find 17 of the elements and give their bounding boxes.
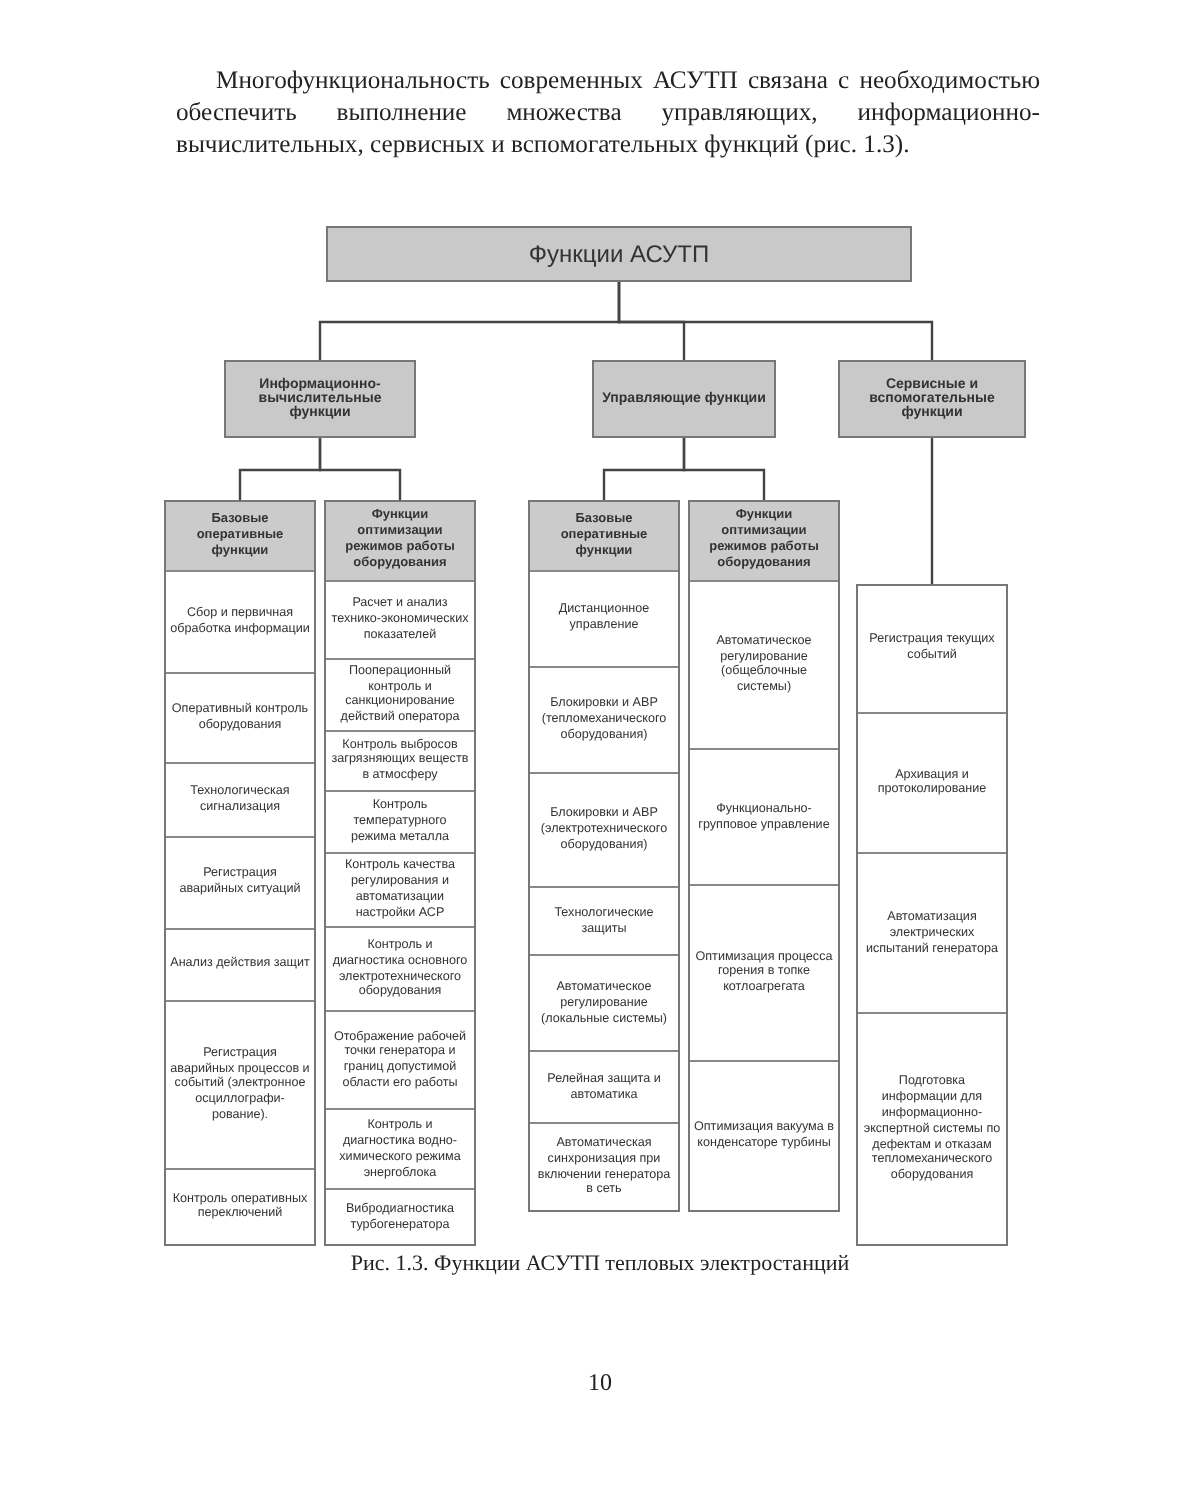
column-panel [324, 500, 476, 1246]
category-box [838, 360, 1026, 438]
column-panel [688, 500, 840, 1212]
connector-line [617, 282, 934, 360]
connector-line [930, 438, 934, 584]
box-label: Функции АСУТП [528, 240, 710, 268]
category-box [224, 360, 416, 438]
category-box [592, 360, 776, 438]
connector-line [318, 438, 402, 500]
page-number: 10 [586, 1368, 614, 1398]
body-paragraph: Многофункциональность современных АСУТП связана с необходимостью обеспечить выполнение множества управляющих, информационно-вычислительных, сервисных и вспомогательных функций (рис. 1.3). [176, 64, 1040, 160]
column-panel [528, 500, 680, 1212]
root-box [326, 226, 912, 282]
column-panel [856, 584, 1008, 1246]
column-panel [164, 500, 316, 1246]
connector-line [682, 438, 766, 500]
figure-caption: Рис. 1.3. Функции АСУТП тепловых электростанций [348, 1252, 852, 1276]
